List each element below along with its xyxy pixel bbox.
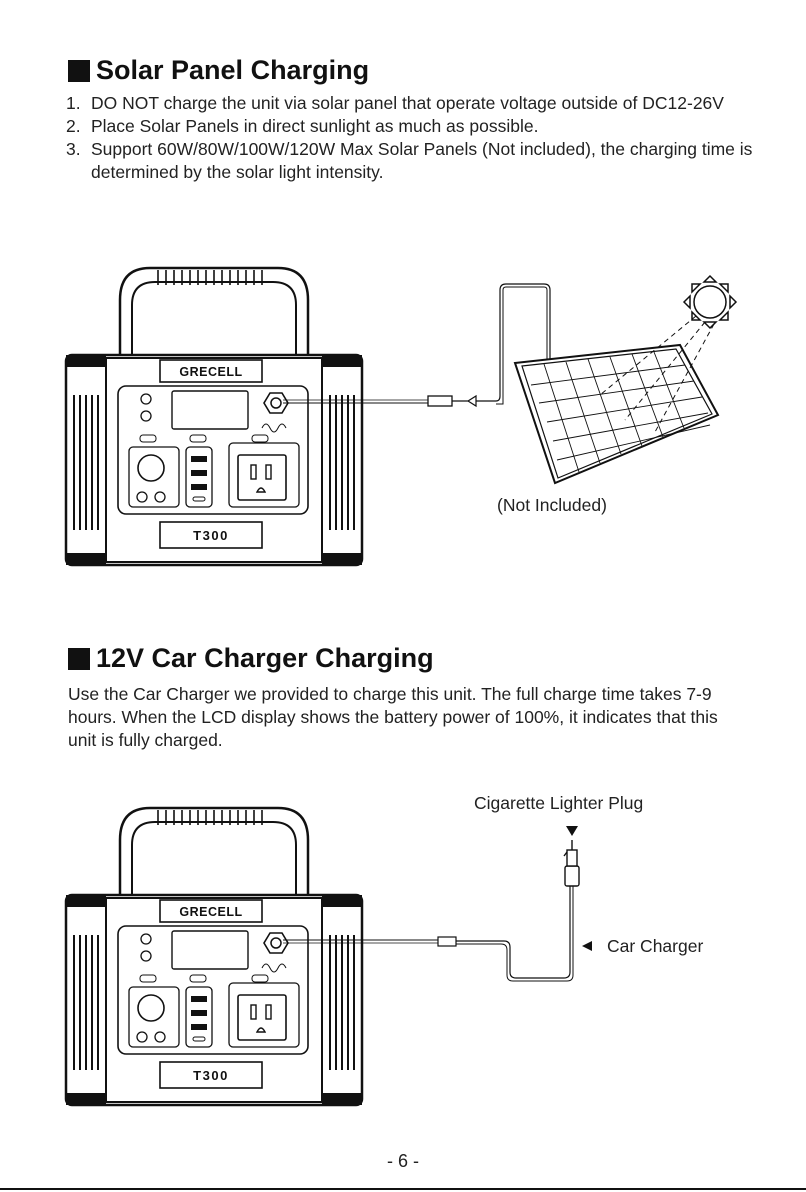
- item-text: Place Solar Panels in direct sunlight as…: [91, 116, 539, 136]
- cigarette-lighter-plug-icon: [563, 840, 580, 887]
- mc4-connector-icon: [427, 395, 453, 407]
- section-heading-car: 12V Car Charger Charging: [68, 643, 434, 674]
- list-item: 3. Support 60W/80W/100W/120W Max Solar Pa…: [66, 138, 766, 184]
- item-number: 3.: [66, 139, 81, 159]
- cigarette-lighter-plug-label: Cigarette Lighter Plug: [474, 793, 644, 813]
- power-station-illustration: [64, 806, 364, 1107]
- sun-icon: [682, 274, 738, 330]
- model-text: T300: [193, 1068, 229, 1083]
- solar-charging-figure: GRECELL T300: [64, 266, 738, 567]
- item-text: Support 60W/80W/100W/120W Max Solar Pane…: [91, 139, 753, 182]
- section-title: 12V Car Charger Charging: [96, 643, 434, 673]
- brand-text: GRECELL: [179, 365, 242, 379]
- footer-rule: [0, 1188, 806, 1190]
- item-number: 2.: [66, 116, 81, 136]
- list-item: 2. Place Solar Panels in direct sunlight …: [66, 115, 766, 138]
- not-included-label: (Not Included): [497, 495, 607, 515]
- section-title: Solar Panel Charging: [96, 55, 370, 85]
- arrow-left-icon: [582, 941, 592, 951]
- square-bullet-icon: [68, 647, 90, 670]
- arrow-down-icon: [566, 826, 578, 836]
- section-heading-solar: Solar Panel Charging: [68, 55, 369, 86]
- power-station-illustration: [64, 266, 364, 567]
- solar-panel-illustration: [513, 343, 720, 485]
- instruction-list: 1. DO NOT charge the unit via solar panel…: [66, 92, 766, 184]
- car-charger-label: Car Charger: [607, 936, 704, 956]
- brand-text: GRECELL: [179, 905, 242, 919]
- dc-plug-icon: [437, 936, 457, 947]
- item-text: DO NOT charge the unit via solar panel t…: [91, 93, 724, 113]
- model-text: T300: [193, 528, 229, 543]
- car-charging-figure: GRECELL T300: [64, 806, 592, 1107]
- square-bullet-icon: [68, 59, 90, 82]
- page-number: - 6 -: [386, 1151, 419, 1171]
- list-item: 1. DO NOT charge the unit via solar panel…: [66, 92, 766, 115]
- item-number: 1.: [66, 93, 81, 113]
- car-charging-paragraph: Use the Car Charger we provided to charg…: [68, 684, 718, 750]
